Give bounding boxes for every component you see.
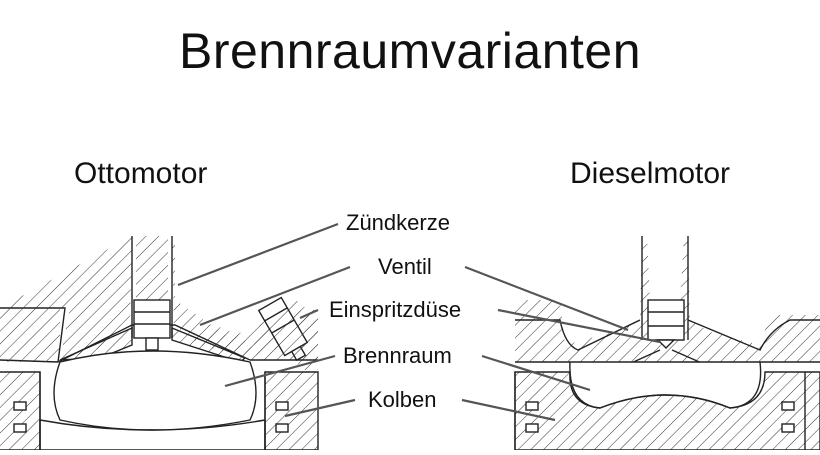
label-spark-plug: Zündkerze	[344, 210, 452, 236]
diesel-engine-drawing	[514, 236, 820, 451]
leader-lines	[177, 222, 661, 422]
leader-valve-diesel	[464, 265, 629, 332]
otto-spark-plug-body	[133, 299, 171, 339]
diesel-engine-title: Dieselmotor	[570, 157, 731, 190]
diesel-piston	[514, 371, 820, 451]
label-valve: Ventil	[376, 254, 434, 280]
leader-chamber-diesel	[481, 354, 591, 392]
leader-chamber-otto	[224, 354, 336, 388]
otto-cylinder-wall-left	[0, 371, 41, 451]
otto-engine-title: Ottomotor	[74, 157, 208, 190]
leader-valve-otto	[199, 265, 351, 327]
leader-piston-otto	[284, 398, 356, 418]
diagram-title: Brennraumvarianten	[178, 23, 642, 79]
otto-combustion-chamber	[53, 350, 257, 431]
label-injector: Einspritzdüse	[327, 297, 464, 323]
leader-spark-plug	[177, 222, 339, 287]
otto-engine-drawing	[0, 236, 319, 451]
leader-injector-diesel	[497, 308, 661, 344]
label-piston: Kolben	[366, 387, 439, 413]
leader-piston-diesel	[461, 398, 556, 422]
label-combustion-chamber: Brennraum	[341, 343, 454, 369]
diesel-injector-body	[647, 299, 685, 341]
otto-spark-plug-tip	[145, 337, 159, 351]
leader-injector-otto	[299, 308, 319, 320]
